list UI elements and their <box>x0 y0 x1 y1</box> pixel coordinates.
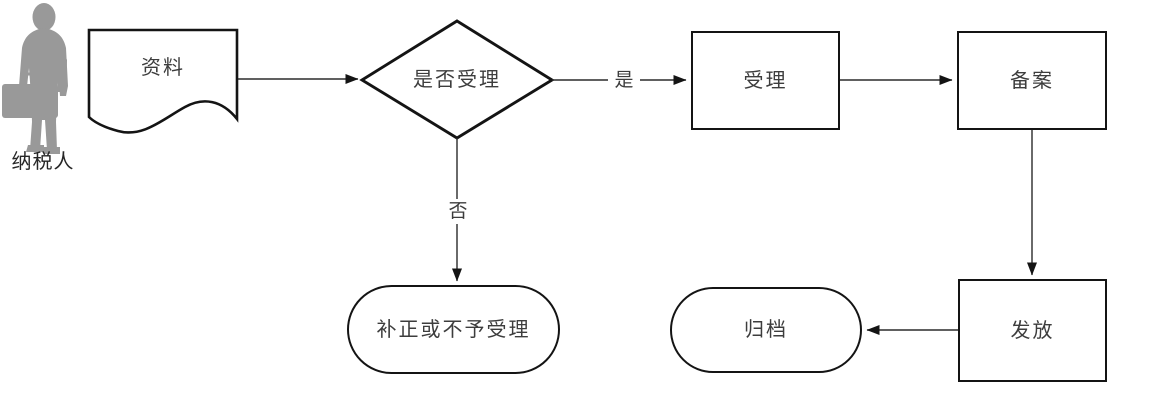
node-label-beian: 备案 <box>1010 69 1054 92</box>
process-box-shouli: 受理 <box>691 31 840 130</box>
document-shape-ziliao <box>87 28 239 134</box>
taxpayer-person-icon <box>2 3 68 154</box>
node-label-shifoushouli: 是否受理 <box>413 69 501 91</box>
terminator-guidang: 归档 <box>670 287 862 373</box>
node-label-ziliao: 资料 <box>141 57 185 79</box>
node-label-buzheng: 补正或不予受理 <box>376 318 531 341</box>
node-label-guidang: 归档 <box>744 319 788 341</box>
process-box-beian: 备案 <box>957 31 1107 130</box>
edge-label-no: 否 <box>442 199 474 224</box>
node-label-fafang: 发放 <box>1010 319 1055 342</box>
process-box-fafang: 发放 <box>958 279 1107 382</box>
terminator-buzheng: 补正或不予受理 <box>347 285 560 374</box>
node-label-shouli: 受理 <box>743 69 788 92</box>
edge-label-yes: 是 <box>608 68 640 93</box>
actor-label-taxpayer: 纳税人 <box>11 151 75 173</box>
